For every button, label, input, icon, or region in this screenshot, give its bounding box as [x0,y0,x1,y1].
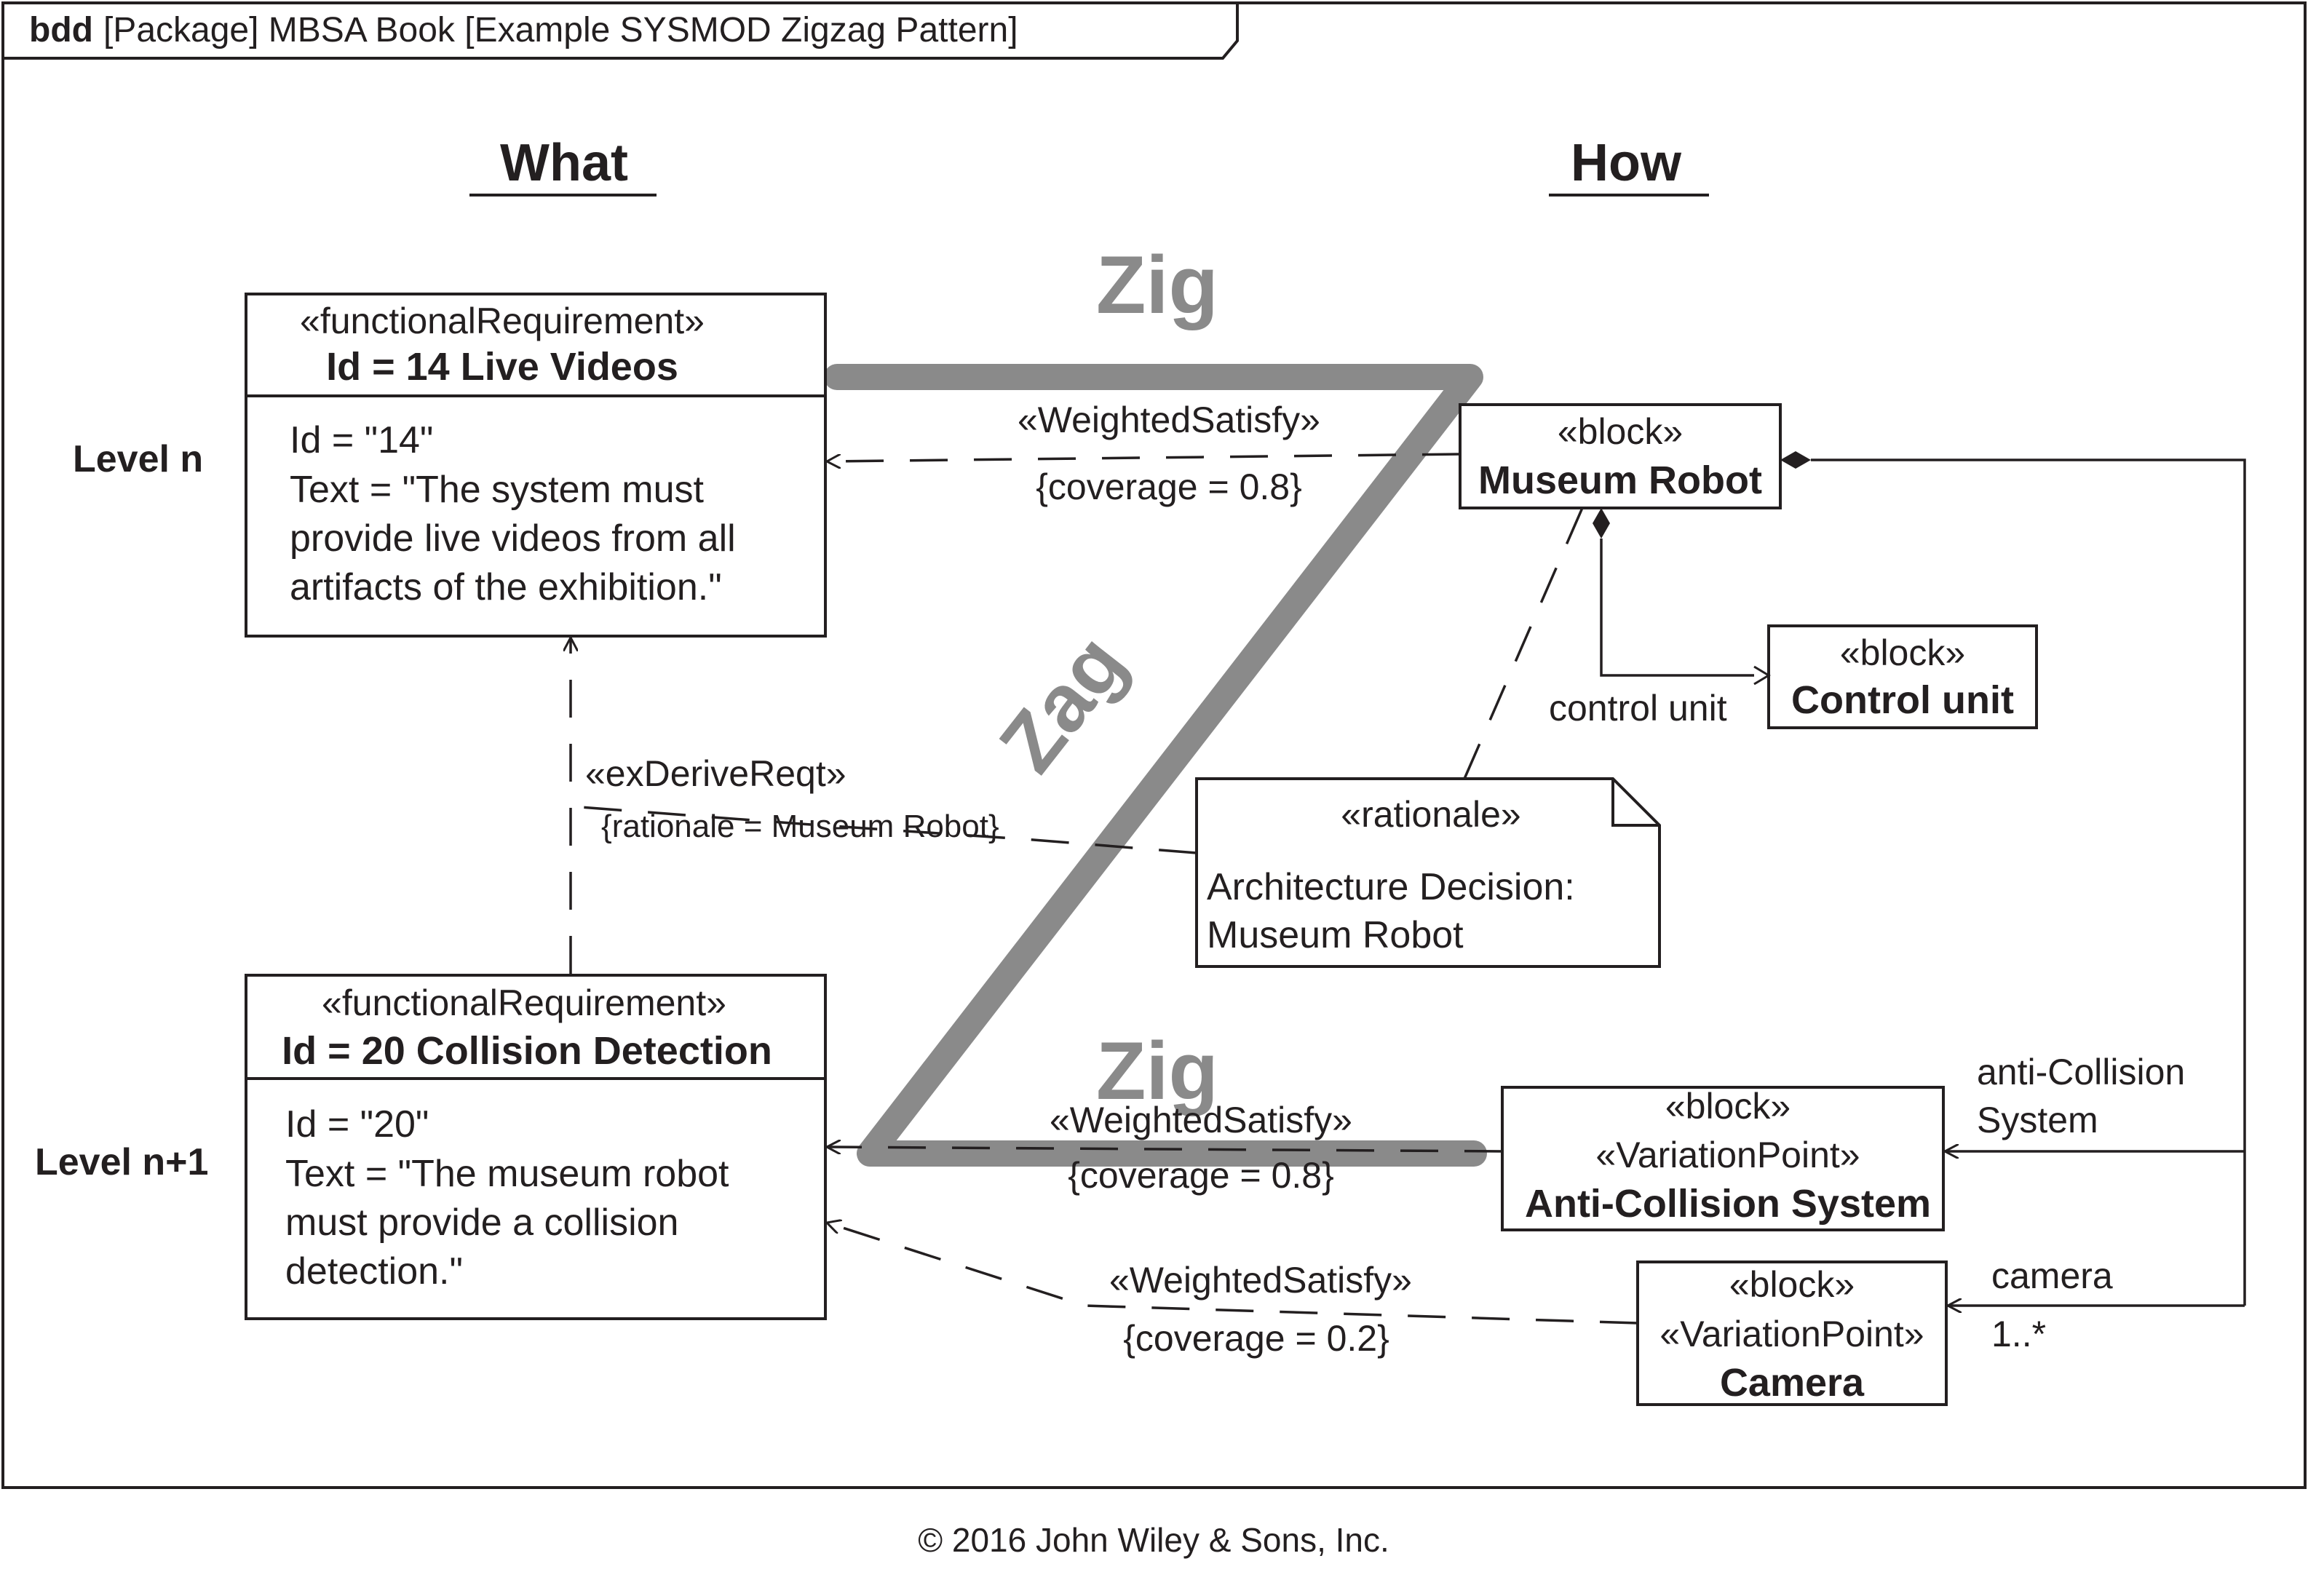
role-anti-collision: System [1977,1100,2098,1140]
rationale-note[interactable]: «rationale» Architecture Decision: Museu… [1195,777,1661,968]
satisfy-bottom-stereotype: «WeightedSatisfy» [1109,1260,1412,1301]
block-name: Control unit [1791,678,2014,722]
requirement-text-line: provide live videos from all [290,517,736,560]
level-n-label: Level n [73,438,203,480]
heading-how: How [1571,134,1682,192]
zigzag-path [824,364,1487,1167]
satisfy-top-connector[interactable] [827,453,1461,461]
requirement-name: Id = 20 Collision Detection [282,1029,772,1073]
block-name: Camera [1720,1361,1865,1405]
block-name: Anti-Collision System [1525,1182,1931,1226]
requirement-text-line: must provide a collision [285,1202,678,1244]
satisfy-mid-stereotype: «WeightedSatisfy» [1050,1100,1352,1140]
block-museum-robot[interactable]: «block» Museum Robot [1459,403,1782,509]
satisfy-top-constraint: {coverage = 0.8} [1036,467,1302,507]
zig-bottom-label: Zig [1096,1025,1218,1116]
block-stereotype: «block» [1665,1086,1791,1127]
composition-control-unit[interactable] [1593,508,1771,686]
zig-top-label: Zig [1096,239,1218,330]
requirement-text-line: Text = "The system must [290,469,705,511]
block-stereotype-variation-point: «VariationPoint» [1595,1135,1860,1175]
requirement-id: Id = "20" [285,1103,429,1146]
satisfy-bottom-constraint: {coverage = 0.2} [1123,1318,1389,1359]
block-stereotype: «block» [1558,411,1683,452]
frame-name-tab [3,3,1239,60]
block-stereotype: «block» [1840,632,1965,673]
requirement-text-line: detection." [285,1250,463,1293]
role-anti-collision: anti-Collision [1977,1052,2185,1092]
rationale-anchor-derive [570,805,1197,854]
block-stereotype-variation-point: «VariationPoint» [1659,1314,1924,1354]
satisfy-bottom-connector[interactable] [827,1223,1638,1325]
block-control-unit[interactable]: «block» Control unit [1767,624,2038,729]
requirement-text-line: artifacts of the exhibition." [290,566,722,608]
block-name: Museum Robot [1478,458,1762,502]
block-camera[interactable]: «block» «VariationPoint» Camera [1636,1260,1948,1406]
block-stereotype: «block» [1729,1264,1855,1305]
role-camera: camera [1991,1255,2113,1296]
block-anti-collision-system[interactable]: «block» «VariationPoint» Anti-Collision … [1501,1086,1945,1231]
requirement-text-line: Text = "The museum robot [285,1153,729,1195]
role-camera-multiplicity: 1..* [1991,1314,2046,1354]
heading-what: What [500,134,628,192]
level-n1-label: Level n+1 [35,1141,208,1183]
requirement-collision-detection[interactable]: «functionalRequirement» Id = 20 Collisio… [245,974,827,1320]
requirement-stereotype: «functionalRequirement» [300,301,705,341]
rationale-text-line: Museum Robot [1207,914,1464,956]
requirement-id: Id = "14" [290,419,433,461]
derive-stereotype: «exDeriveReqt» [585,753,846,794]
rationale-anchor-robot [1463,507,1584,779]
satisfy-top-stereotype: «WeightedSatisfy» [1018,400,1320,440]
rationale-stereotype: «rationale» [1341,794,1520,835]
satisfy-mid-connector[interactable] [827,1147,1503,1151]
satisfy-mid-constraint: {coverage = 0.8} [1068,1155,1334,1196]
frame-title: bdd[Package] MBSA Book [Example SYSMOD Z… [29,11,1018,49]
requirement-stereotype: «functionalRequirement» [322,982,726,1023]
role-control-unit: control unit [1549,688,1727,728]
composition-right-bus[interactable] [1780,451,2246,1306]
copyright-notice: © 2016 John Wiley & Sons, Inc. [918,1521,1389,1559]
requirement-live-videos[interactable]: «functionalRequirement» Id = 14 Live Vid… [245,293,827,638]
rationale-text-line: Architecture Decision: [1207,866,1575,908]
requirement-name: Id = 14 Live Videos [326,345,678,389]
